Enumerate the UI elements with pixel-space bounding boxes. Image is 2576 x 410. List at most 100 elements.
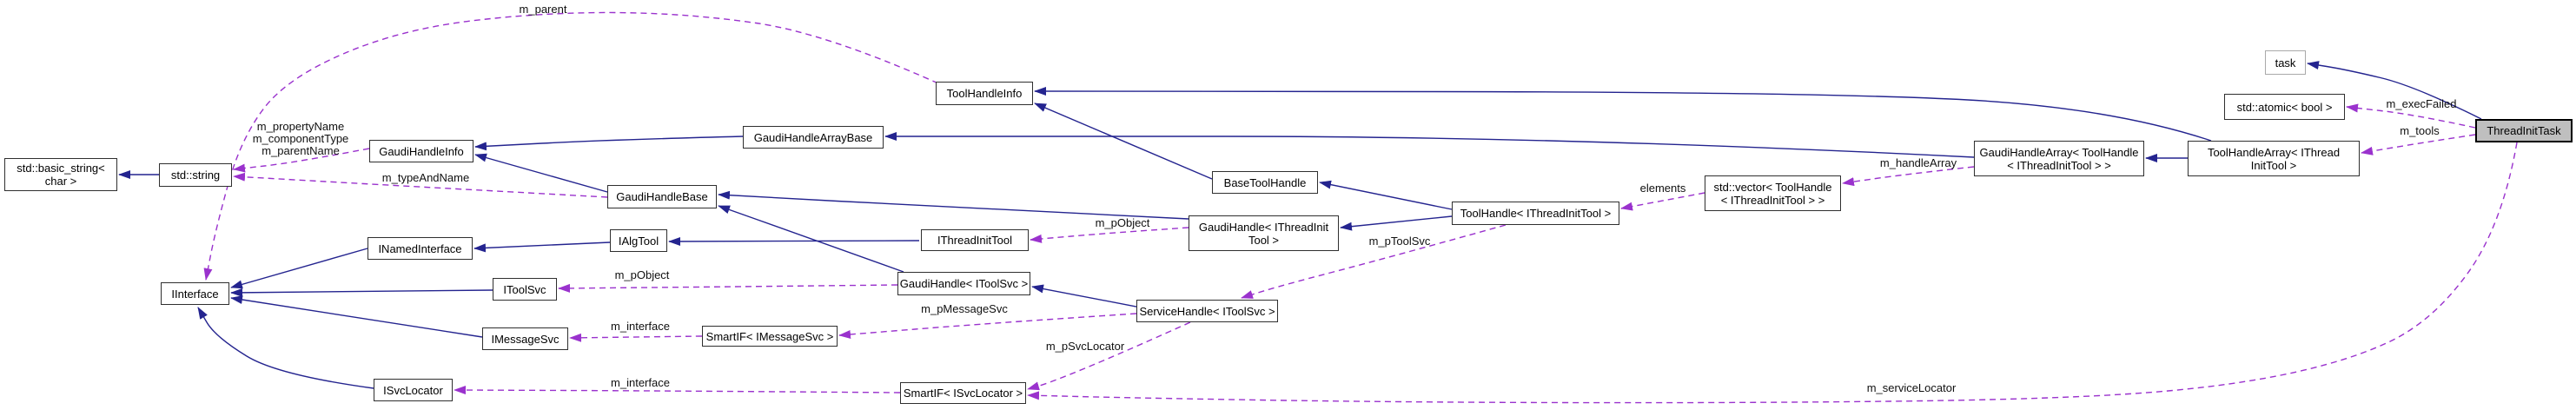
edge-service_handle_itoolsvc-to-gaudi_handle_itoolsvc — [1031, 284, 1137, 308]
node-label: SmartIF< IMessageSvc > — [705, 329, 834, 343]
edge-smartif_imessagesvc-to-imessagesvc — [569, 333, 703, 342]
node-label: std::basic_string< — [17, 162, 105, 175]
edge-gaudi_handle_array-to-std_vector — [1842, 166, 1975, 187]
edge-inamed_interface-to-iinterface — [230, 248, 368, 289]
edge-label-elements: elements — [1639, 182, 1686, 195]
node-itoolsvc[interactable]: IToolSvc — [493, 278, 557, 301]
node-label: InitTool > — [2250, 158, 2297, 172]
edge-label-m_serviceLocator: m_serviceLocator — [1866, 381, 1957, 394]
edge-tool_handle_info-to-iinterface — [203, 11, 939, 281]
node-label: ToolHandleArray< IThread — [2207, 145, 2341, 159]
edge-thread_init_task-to-task — [2307, 61, 2482, 120]
node-label: BaseToolHandle — [1223, 175, 1307, 189]
edge-itoolsvc-to-iinterface — [230, 288, 493, 297]
edge-thread_init_task-to-tool_handle_array — [2361, 134, 2476, 155]
edge-imessagesvc-to-iinterface — [230, 295, 483, 338]
edge-label-m_pObject: m_pObject — [1095, 216, 1150, 229]
node-label: IInterface — [171, 287, 219, 301]
node-label: < IThreadInitTool > > — [1720, 193, 1825, 207]
node-label: GaudiHandleBase — [616, 190, 708, 203]
edge-gaudi_handle_base-to-std_string — [233, 172, 608, 198]
node-base_tool_handle[interactable]: BaseToolHandle — [1212, 171, 1318, 194]
node-label: IThreadInitTool — [937, 234, 1012, 247]
node-ithreadinittool[interactable]: IThreadInitTool — [921, 229, 1029, 251]
node-tool_handle_ithreadinittool[interactable]: ToolHandle< IThreadInitTool > — [1452, 202, 1619, 225]
edge-tool_handle_array-to-tool_handle_info — [1034, 87, 2212, 142]
edge-base_tool_handle-to-tool_handle_info — [1034, 102, 1213, 180]
edge-gaudi_handle_array-to-gaudi_handle_array_base — [884, 132, 1975, 158]
node-label: GaudiHandle< IToolSvc > — [899, 277, 1029, 290]
edge-label-m_pObject: m_pObject — [614, 268, 670, 281]
edge-gaudi_handle_ithreadinittool-to-ithreadinittool — [1030, 227, 1189, 243]
node-label: GaudiHandle< IThreadInit — [1198, 220, 1329, 234]
edge-tool_handle_ithreadinittool-to-gaudi_handle_ithreadinittool — [1340, 215, 1453, 231]
edge-ialgtool-to-inamed_interface — [473, 241, 611, 253]
node-label: ThreadInitTask — [2487, 124, 2561, 137]
node-task: task — [2265, 50, 2306, 75]
node-label: IMessageSvc — [491, 332, 560, 346]
node-smartif_imessagesvc[interactable]: SmartIF< IMessageSvc > — [702, 326, 838, 347]
node-std_atomic_bool: std::atomic< bool > — [2224, 94, 2345, 120]
node-gaudi_handle_array_base[interactable]: GaudiHandleArrayBase — [743, 126, 884, 149]
node-label: ToolHandleInfo — [946, 87, 1023, 100]
edge-service_handle_itoolsvc-to-smartif_imessagesvc — [838, 313, 1137, 339]
node-smartif_isvclocator[interactable]: SmartIF< ISvcLocator > — [900, 382, 1026, 404]
node-label: GaudiHandleArray< ToolHandle — [1979, 145, 2139, 159]
node-label: IAlgTool — [618, 234, 659, 248]
node-label: GaudiHandleInfo — [379, 144, 464, 158]
edge-label-m_pMessageSvc: m_pMessageSvc — [921, 302, 1008, 315]
node-thread_init_task: ThreadInitTask — [2475, 119, 2573, 142]
node-label: char > — [44, 175, 77, 188]
node-isvclocator[interactable]: ISvcLocator — [374, 379, 453, 401]
node-imessagesvc[interactable]: IMessageSvc — [482, 327, 568, 350]
node-label: < IThreadInitTool > > — [2007, 158, 2111, 172]
edge-label-m_pSvcLocator: m_pSvcLocator — [1045, 340, 1125, 353]
edge-std_vector-to-tool_handle_ithreadinittool — [1620, 192, 1705, 211]
node-label: std::vector< ToolHandle — [1713, 180, 1832, 194]
edge-tool_handle_ithreadinittool-to-base_tool_handle — [1319, 180, 1453, 210]
node-gaudi_handle_array[interactable]: GaudiHandleArray< ToolHandle< IThreadIni… — [1974, 141, 2144, 176]
edge-label-m_typeAndName: m_typeAndName — [381, 171, 470, 184]
edge-label-m_execFailed: m_execFailed — [2386, 97, 2457, 110]
node-label: std::atomic< bool > — [2236, 100, 2333, 114]
edge-tool_handle_ithreadinittool-to-service_handle_itoolsvc — [1241, 224, 1507, 299]
node-tool_handle_info[interactable]: ToolHandleInfo — [936, 82, 1033, 105]
node-service_handle_itoolsvc[interactable]: ServiceHandle< IToolSvc > — [1136, 300, 1278, 322]
node-inamed_interface[interactable]: INamedInterface — [368, 237, 473, 260]
edge-label-m_parent: m_parent — [519, 3, 567, 16]
node-label: INamedInterface — [378, 241, 462, 255]
node-basic_string: std::basic_string<char > — [4, 158, 117, 191]
edge-gaudi_handle_itoolsvc-to-itoolsvc — [558, 283, 898, 293]
edge-label-m_pToolSvc: m_pToolSvc — [1368, 235, 1431, 248]
node-label: std::string — [170, 169, 221, 182]
node-label: ToolHandle< IThreadInitTool > — [1460, 207, 1612, 220]
node-gaudi_handle_info[interactable]: GaudiHandleInfo — [369, 140, 473, 162]
node-label: ServiceHandle< IToolSvc > — [1139, 304, 1275, 318]
edge-smartif_isvclocator-to-isvclocator — [454, 386, 901, 395]
edge-gaudi_handle_itoolsvc-to-gaudi_handle_base — [718, 205, 904, 273]
edge-isvclocator-to-iinterface — [197, 307, 374, 389]
node-label: GaudiHandleArrayBase — [753, 130, 873, 144]
edge-service_handle_itoolsvc-to-smartif_isvclocator — [1027, 321, 1191, 391]
node-std_vector: std::vector< ToolHandle< IThreadInitTool… — [1705, 175, 1841, 211]
edge-label-m_tools: m_tools — [2400, 124, 2440, 137]
node-iinterface[interactable]: IInterface — [161, 282, 229, 305]
node-label: ISvcLocator — [383, 383, 443, 397]
edge-gaudi_handle_info-to-std_string — [233, 148, 370, 173]
node-label: task — [2275, 56, 2296, 69]
edge-gaudi_handle_base-to-gaudi_handle_info — [474, 153, 608, 193]
node-gaudi_handle_itoolsvc[interactable]: GaudiHandle< IToolSvc > — [897, 272, 1030, 295]
node-gaudi_handle_base[interactable]: GaudiHandleBase — [607, 185, 717, 208]
edge-label-m_handleArray: m_handleArray — [1879, 156, 1957, 169]
edge-gaudi_handle_array_base-to-gaudi_handle_info — [474, 136, 744, 151]
node-label: IToolSvc — [503, 282, 546, 296]
edge-gaudi_handle_ithreadinittool-to-gaudi_handle_base — [718, 190, 1189, 220]
node-ialgtool[interactable]: IAlgTool — [610, 229, 667, 252]
edge-label-m_interface: m_interface — [611, 376, 670, 389]
node-std_string: std::string — [159, 163, 232, 187]
edge-thread_init_task-to-std_atomic_bool — [2346, 103, 2476, 129]
